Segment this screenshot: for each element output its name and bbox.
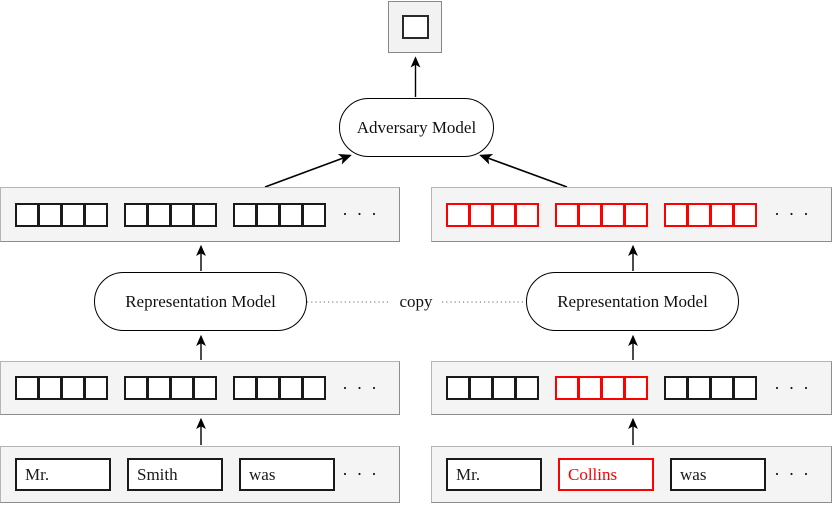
vector-cell [15, 202, 39, 227]
vector-cell [733, 202, 757, 227]
output-cell [402, 15, 429, 39]
ellipsis: · · · [774, 204, 811, 224]
ellipsis: · · · [342, 464, 379, 484]
right-embedding-panel: · · · [431, 361, 832, 415]
vector-cell [733, 376, 757, 400]
vector-cell [624, 202, 648, 227]
vector-cell [124, 376, 148, 400]
ellipsis: · · · [774, 377, 811, 398]
token-box: Smith [127, 458, 223, 491]
vector-cell [515, 202, 539, 227]
vector-cell [147, 376, 171, 400]
vector-cell [555, 202, 579, 227]
vector-cell [38, 202, 62, 227]
ellipsis: · · · [342, 204, 379, 224]
vector-cell [578, 202, 602, 227]
vector-cell [279, 376, 303, 400]
vector-cell-group [446, 202, 539, 227]
vector-cell [61, 202, 85, 227]
vector-cell [446, 202, 470, 227]
adversary-model-node: Adversary Model [339, 98, 494, 157]
vector-cell [302, 376, 326, 400]
vector-cell [664, 202, 688, 227]
representation-model-right-node: Representation Model [526, 272, 739, 331]
token-box: was [670, 458, 766, 491]
vector-cell [170, 202, 194, 227]
vector-cell [147, 202, 171, 227]
vector-cell [469, 202, 493, 227]
vector-cell [578, 376, 602, 400]
vector-cell [710, 376, 734, 400]
vector-cell [256, 376, 280, 400]
vector-cell-group [15, 202, 108, 227]
vector-cell-group [124, 376, 217, 400]
vector-cell-group [555, 376, 648, 400]
vector-cell [710, 202, 734, 227]
token-box: Mr. [446, 458, 542, 491]
token-box: Collins [558, 458, 654, 491]
vector-cell-group [555, 202, 648, 227]
right-representation-output-panel: · · · [431, 187, 832, 242]
vector-cell [193, 202, 217, 227]
vector-cell [38, 376, 62, 400]
vector-cell [492, 376, 516, 400]
vector-cell [446, 376, 470, 400]
representation-model-left-label: Representation Model [125, 291, 276, 311]
vector-cell [555, 376, 579, 400]
vector-cell [279, 202, 303, 227]
vector-cell-group [233, 376, 326, 400]
vector-cell [469, 376, 493, 400]
token-box: Mr. [15, 458, 111, 491]
vector-cell [233, 376, 257, 400]
vector-cell-group [664, 202, 757, 227]
vector-cell [193, 376, 217, 400]
vector-cell [15, 376, 39, 400]
token-box: was [239, 458, 335, 491]
vector-cell [124, 202, 148, 227]
vector-cell [233, 202, 257, 227]
vector-cell [84, 376, 108, 400]
vector-cell [515, 376, 539, 400]
vector-cell [664, 376, 688, 400]
left-token-panel: Mr. Smith was · · · [0, 446, 400, 503]
representation-model-left-node: Representation Model [94, 272, 307, 331]
adversary-model-label: Adversary Model [356, 117, 477, 137]
adversary-output-box [388, 1, 442, 53]
vector-cell [687, 376, 711, 400]
vector-cell-group [446, 376, 539, 400]
vector-cell [601, 376, 625, 400]
ellipsis: · · · [342, 377, 379, 398]
vector-cell [624, 376, 648, 400]
copy-label: copy [399, 292, 433, 311]
vector-cell-group [124, 202, 217, 227]
vector-cell [84, 202, 108, 227]
vector-cell [61, 376, 85, 400]
vector-cell-group [233, 202, 326, 227]
vector-cell [687, 202, 711, 227]
vector-cell [601, 202, 625, 227]
left-representation-output-panel: · · · [0, 187, 400, 242]
representation-model-right-label: Representation Model [557, 291, 708, 311]
vector-cell [256, 202, 280, 227]
vector-cell [170, 376, 194, 400]
vector-cell-group [664, 376, 757, 400]
left-embedding-panel: · · · [0, 361, 400, 415]
right-token-panel: Mr. Collins was · · · [431, 446, 832, 503]
vector-cell-group [15, 376, 108, 400]
vector-cell [302, 202, 326, 227]
vector-cell [492, 202, 516, 227]
ellipsis: · · · [774, 464, 811, 484]
